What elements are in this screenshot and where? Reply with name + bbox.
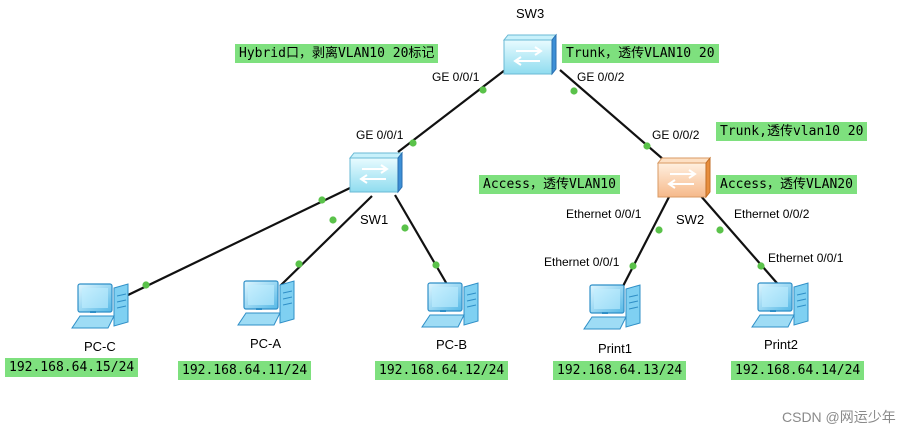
port-label-sw1-ge001: GE 0/0/1 bbox=[356, 128, 404, 142]
link-sw3-sw1 bbox=[397, 69, 506, 153]
port-dot bbox=[570, 87, 578, 95]
note-sw2-access-vlan10: Access，透传VLAN10 bbox=[479, 175, 620, 194]
note-sw3-trunk: Trunk，透传VLAN10 20 bbox=[562, 44, 719, 63]
ip-print2: 192.168.64.14/24 bbox=[731, 361, 865, 380]
ip-pc-c: 192.168.64.15/24 bbox=[5, 358, 139, 377]
pc-a-label: PC-A bbox=[250, 336, 282, 351]
port-label-sw3-ge002: GE 0/0/2 bbox=[577, 70, 625, 84]
links bbox=[125, 69, 784, 297]
print2-label: Print2 bbox=[764, 337, 798, 352]
port-dot bbox=[142, 281, 150, 289]
note-sw2-access-vlan20: Access，透传VLAN20 bbox=[716, 175, 857, 194]
sw1-label: SW1 bbox=[360, 212, 389, 227]
port-label-print2-eth001: Ethernet 0/0/1 bbox=[768, 251, 844, 265]
sw3-label: SW3 bbox=[516, 6, 545, 21]
pc-c-icon[interactable] bbox=[71, 283, 129, 329]
ip-pc-a: 192.168.64.11/24 bbox=[178, 361, 312, 380]
print1-label: Print1 bbox=[598, 341, 632, 356]
print2-icon[interactable] bbox=[751, 282, 809, 328]
port-dot bbox=[409, 139, 417, 147]
link-sw2-print1 bbox=[620, 194, 671, 291]
switch-sw1-icon[interactable] bbox=[349, 152, 403, 193]
link-sw1-pca bbox=[279, 195, 373, 287]
port-dot bbox=[716, 226, 724, 234]
port-dot bbox=[295, 260, 303, 268]
port-label-sw3-ge001: GE 0/0/1 bbox=[432, 70, 480, 84]
port-label-sw2-ge002: GE 0/0/2 bbox=[652, 128, 700, 142]
link-sw1-pcc bbox=[125, 187, 351, 297]
port-dot bbox=[479, 86, 487, 94]
port-dot bbox=[655, 226, 663, 234]
port-dot bbox=[318, 196, 326, 204]
switch-sw3-icon[interactable] bbox=[503, 34, 557, 75]
port-dot bbox=[757, 262, 765, 270]
port-dot bbox=[401, 224, 409, 232]
port-label-print1-eth001: Ethernet 0/0/1 bbox=[544, 255, 620, 269]
ip-print1: 192.168.64.13/24 bbox=[553, 361, 687, 380]
port-dot bbox=[432, 261, 440, 269]
pc-c-label: PC-C bbox=[84, 339, 116, 354]
pc-a-icon[interactable] bbox=[237, 280, 295, 326]
sw2-label: SW2 bbox=[676, 212, 705, 227]
print1-icon[interactable] bbox=[583, 284, 641, 330]
note-sw3-hybrid: Hybrid口，剥离VLAN10 20标记 bbox=[235, 44, 439, 63]
link-sw1-pcb bbox=[394, 194, 449, 287]
pc-b-icon[interactable] bbox=[421, 282, 479, 328]
port-label-sw2-eth001: Ethernet 0/0/1 bbox=[566, 207, 642, 221]
port-dot bbox=[329, 216, 337, 224]
switch-sw2-icon[interactable] bbox=[657, 157, 711, 198]
link-sw2-print2 bbox=[699, 194, 784, 291]
ip-pc-b: 192.168.64.12/24 bbox=[375, 361, 509, 380]
port-label-sw2-eth002: Ethernet 0/0/2 bbox=[734, 207, 810, 221]
port-dot bbox=[643, 142, 651, 150]
pc-b-label: PC-B bbox=[436, 337, 468, 352]
watermark: CSDN @网运少年 bbox=[782, 409, 896, 425]
note-sw2-trunk: Trunk,透传vlan10 20 bbox=[716, 122, 868, 141]
port-dots bbox=[142, 86, 765, 289]
port-dot bbox=[629, 262, 637, 270]
